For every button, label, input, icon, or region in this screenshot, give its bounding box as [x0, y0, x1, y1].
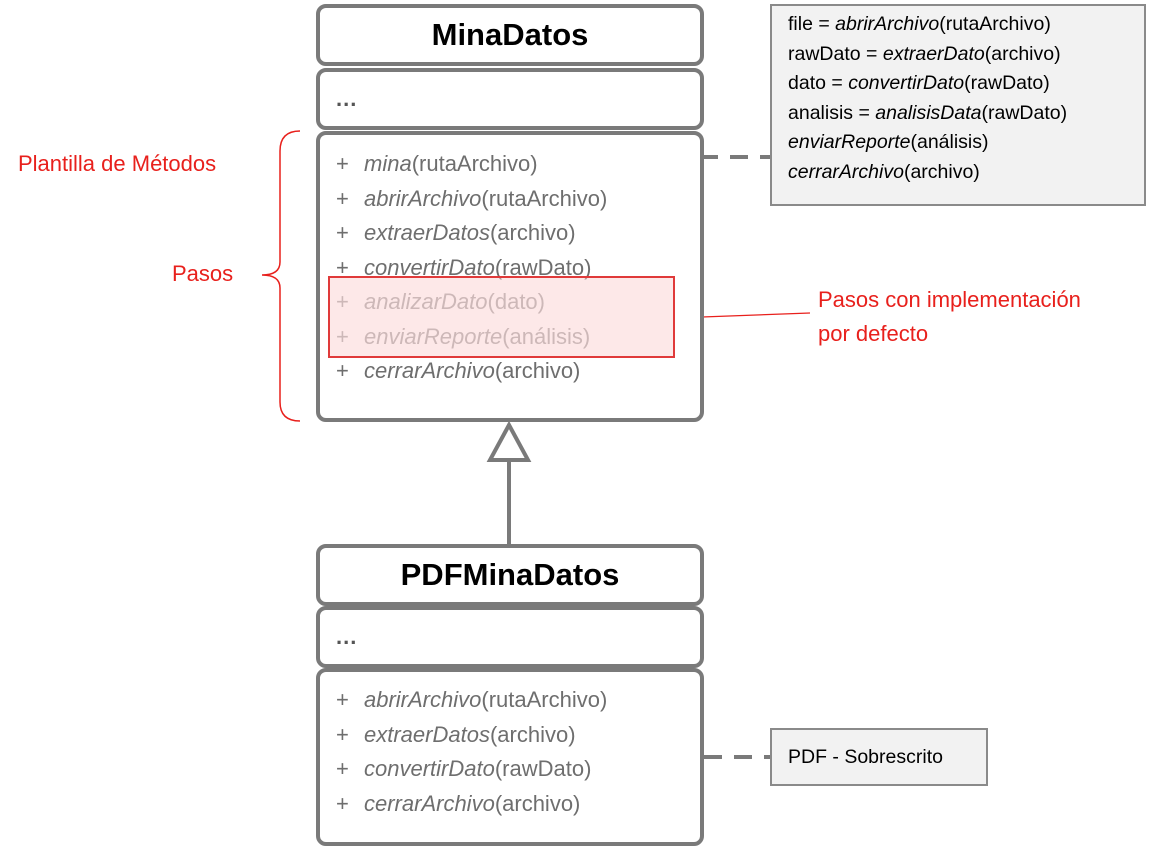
default-impl-highlight [328, 276, 675, 358]
note-line: rawDato = extraerDato(archivo) [788, 42, 1061, 65]
note-line: enviarReporte(análisis) [788, 131, 989, 153]
note-line: dato = convertirDato(rawDato) [788, 72, 1050, 94]
base-method-row: +extraerDatos(archivo) [336, 220, 576, 245]
steps-label: Pasos [172, 261, 234, 286]
sub-class-attributes-box: ... [316, 606, 704, 668]
sub-method-row: +cerrarArchivo(archivo) [336, 790, 581, 816]
pdf-override-note-text: PDF - Sobrescrito [788, 745, 943, 768]
base-method-row: +convertirDato(rawDato) [336, 254, 592, 280]
sub-method-row: +convertirDato(rawDato) [336, 756, 592, 781]
note-line: cerrarArchivo(archivo) [788, 160, 980, 183]
base-method-row-default: +enviarReporte(análisis) [336, 323, 591, 349]
base-method-row: +cerrarArchivo(archivo) [336, 358, 581, 383]
sub-method-row: +abrirArchivo(rutaArchivo) [336, 687, 608, 712]
base-class-name: MinaDatos [431, 17, 589, 52]
base-class-attributes: ... [336, 86, 358, 111]
pdf-override-note: PDF - Sobrescrito [770, 728, 988, 786]
default-impl-label: Pasos con implementación por defecto [818, 283, 1081, 351]
template-method-note: file = abrirArchivo(rutaArchivo) rawDato… [770, 4, 1146, 206]
base-method-row: +mina(rutaArchivo) [336, 151, 538, 176]
sub-class-name: PDFMinaDatos [400, 557, 620, 592]
sub-method-row: +extraerDatos(archivo) [336, 721, 576, 747]
sub-class-attributes: ... [336, 624, 358, 649]
steps-bracket [261, 130, 301, 422]
base-method-row: +abrirArchivo(rutaArchivo) [336, 185, 608, 211]
note-line: file = abrirArchivo(rutaArchivo) [788, 13, 1051, 35]
base-class-attributes-box: ... [316, 68, 704, 130]
default-impl-label-line2: por defecto [818, 321, 929, 346]
sub-class-methods-box: +abrirArchivo(rutaArchivo) +extraerDatos… [316, 668, 704, 846]
note-line: analisis = analisisData(rawDato) [788, 101, 1068, 124]
default-impl-label-line1: Pasos con implementación [818, 287, 1081, 312]
base-class-name-box: MinaDatos [316, 4, 704, 66]
sub-class-name-box: PDFMinaDatos [316, 544, 704, 606]
template-method-label: Plantilla de Métodos [18, 151, 217, 176]
inheritance-arrowhead [486, 420, 532, 462]
base-method-row-default: +analizarDato(dato) [336, 289, 545, 314]
